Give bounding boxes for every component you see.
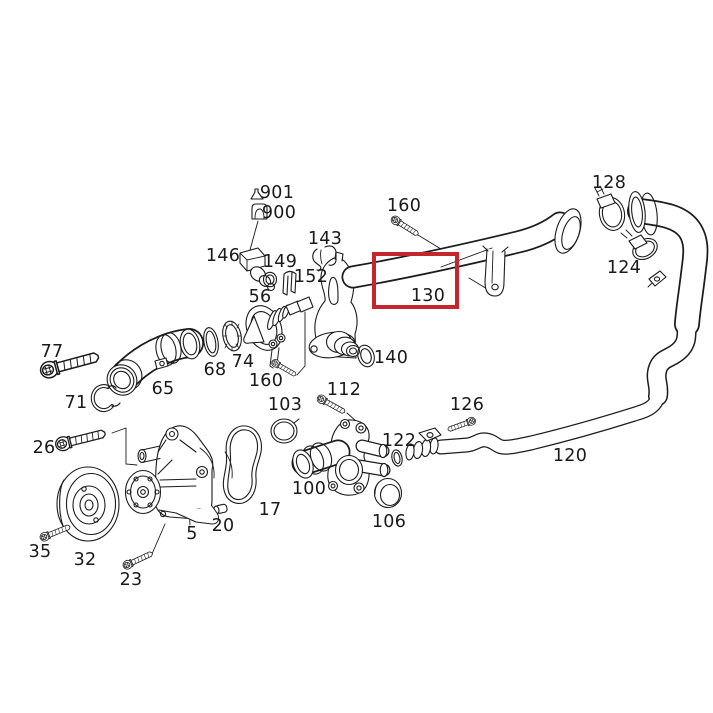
part-label-146[interactable]: 146 <box>205 246 241 266</box>
part-100-connector-drawing <box>291 418 391 496</box>
part-label-160-mid[interactable]: 160 <box>248 371 284 391</box>
part-label-900[interactable]: 900 <box>261 203 297 223</box>
part-label-65[interactable]: 65 <box>151 379 175 399</box>
part-label-160-top[interactable]: 160 <box>386 196 422 216</box>
part-103-gasket-drawing <box>270 418 300 444</box>
part-label-77[interactable]: 77 <box>40 342 64 362</box>
part-label-20[interactable]: 20 <box>211 516 235 536</box>
part-68-oring-drawing <box>203 327 219 357</box>
part-label-126[interactable]: 126 <box>449 395 485 415</box>
highlight-box-130 <box>372 252 459 309</box>
part-901-drawing <box>250 188 264 200</box>
part-label-56[interactable]: 56 <box>248 287 272 307</box>
part-124-clamp-drawing <box>620 229 658 261</box>
part-label-74[interactable]: 74 <box>231 352 255 372</box>
part-label-26[interactable]: 26 <box>32 438 56 458</box>
part-128-clamp-drawing <box>594 185 626 231</box>
part-5-water-pump-drawing <box>124 425 233 525</box>
part-label-5[interactable]: 5 <box>186 524 198 544</box>
part-label-71[interactable]: 71 <box>64 393 88 413</box>
part-label-32[interactable]: 32 <box>73 550 97 570</box>
part-140-oring-drawing <box>357 344 375 368</box>
part-label-103[interactable]: 103 <box>267 395 303 415</box>
part-143-clip-drawing <box>312 245 337 271</box>
part-149-oring-drawing <box>262 271 278 288</box>
part-label-122[interactable]: 122 <box>381 431 417 451</box>
part-label-68[interactable]: 68 <box>203 360 227 380</box>
part-146-sensor-drawing <box>239 247 276 292</box>
part-32-pulley-drawing <box>56 466 120 542</box>
part-label-106[interactable]: 106 <box>371 512 407 532</box>
part-label-901[interactable]: 901 <box>259 183 295 203</box>
part-label-35[interactable]: 35 <box>28 542 52 562</box>
part-label-140[interactable]: 140 <box>373 348 409 368</box>
part-74-seal-drawing <box>222 320 242 352</box>
part-122-oring-drawing <box>391 449 403 467</box>
part-71-clip-drawing <box>90 384 121 413</box>
part-106-seal-drawing <box>373 477 403 509</box>
part-label-17[interactable]: 17 <box>258 500 282 520</box>
part-label-100[interactable]: 100 <box>291 479 327 499</box>
part-label-120[interactable]: 120 <box>552 446 588 466</box>
part-label-128[interactable]: 128 <box>591 173 627 193</box>
part-900-drawing <box>251 203 268 220</box>
part-120-pipe-and-hose-drawing <box>405 191 709 461</box>
part-152-clip-drawing <box>282 270 297 296</box>
part-label-152[interactable]: 152 <box>293 267 329 287</box>
part-130-pipe-drawing <box>308 208 582 359</box>
part-17-gasket-drawing <box>222 425 262 504</box>
part-label-112[interactable]: 112 <box>326 380 362 400</box>
part-label-124[interactable]: 124 <box>606 258 642 278</box>
part-65-elbow-drawing <box>106 328 204 396</box>
part-label-143[interactable]: 143 <box>307 229 343 249</box>
part-label-23[interactable]: 23 <box>119 570 143 590</box>
part-56-thermostat-drawing <box>243 296 314 369</box>
part-label-130[interactable]: 130 <box>410 286 446 306</box>
part-label-149[interactable]: 149 <box>262 252 298 272</box>
